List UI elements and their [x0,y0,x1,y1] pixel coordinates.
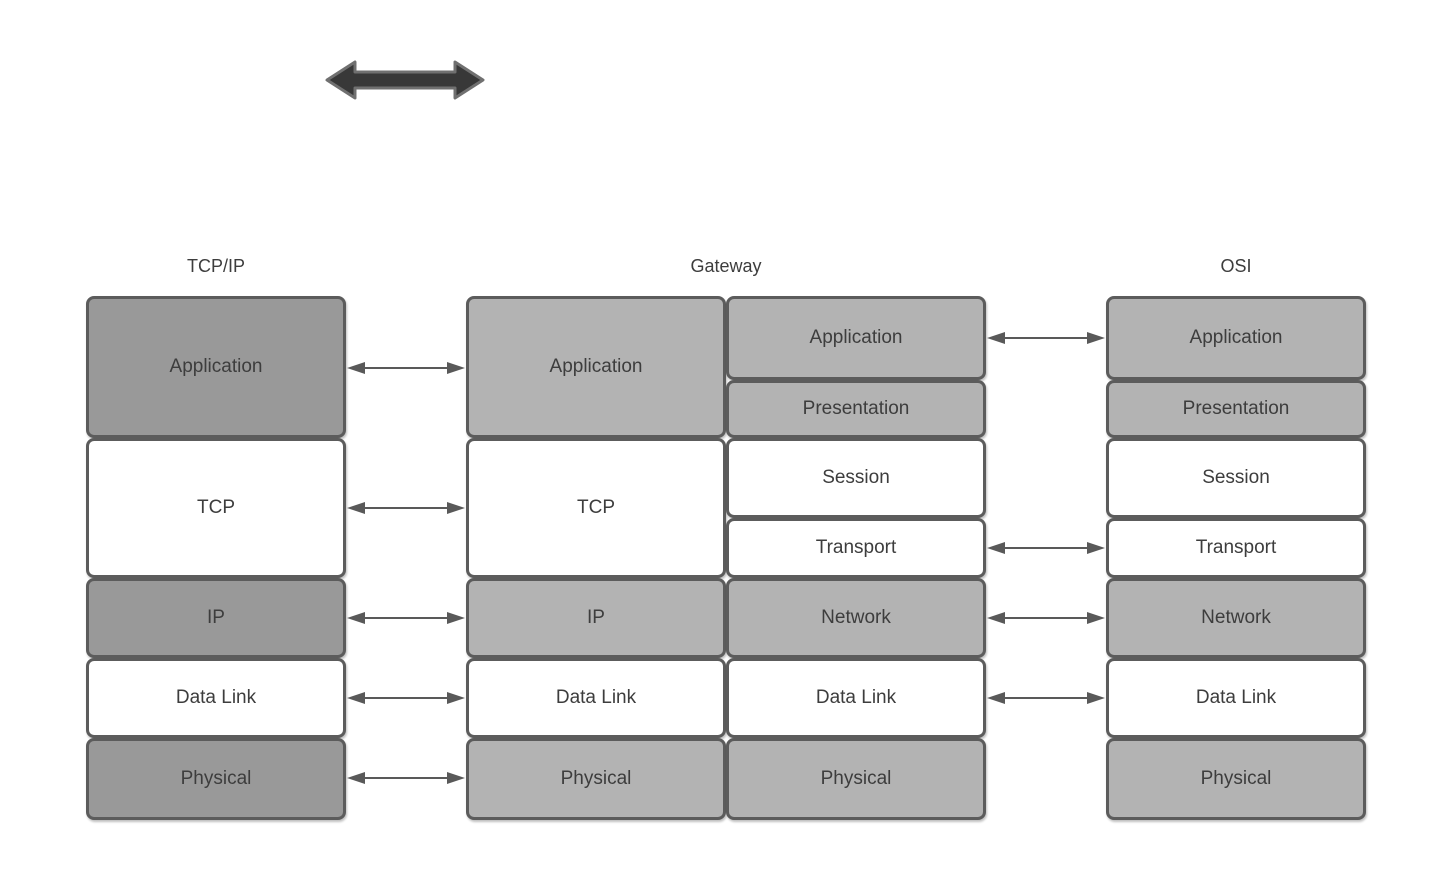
connector-gateway-osi-transport [986,540,1106,556]
gateway-right-layer-session: Session [726,438,986,518]
osi-layer-application: Application [1106,296,1366,380]
gateway-left-layer-tcp: TCP [466,438,726,578]
gateway-left-layer-ip: IP [466,578,726,658]
gateway-left-layer-data-link: Data Link [466,658,726,738]
gateway-right-layer-physical: Physical [726,738,986,820]
bidirectional-arrow-icon [987,332,1105,344]
connector-tcpip-gateway-tcp [346,500,466,516]
connector-gateway-osi-application [986,330,1106,346]
bidirectional-arrow-icon [987,542,1105,554]
tcpip-layer-physical: Physical [86,738,346,820]
osi-header: OSI [1220,256,1252,276]
bidirectional-arrow-icon [347,772,465,784]
gateway-right-layer-data-link: Data Link [726,658,986,738]
tcpip-layer-ip: IP [86,578,346,658]
osi-layer-session: Session [1106,438,1366,518]
bidirectional-arrow-icon [347,362,465,374]
gateway-left-layer-physical: Physical [466,738,726,820]
osi-layer-network: Network [1106,578,1366,658]
thick-double-arrow-icon [325,60,485,100]
bidirectional-arrow-icon [987,612,1105,624]
gateway-header: Gateway [690,256,762,276]
gateway-left-layer-application: Application [466,296,726,438]
gateway-right-layer-presentation: Presentation [726,380,986,438]
tcpip-layer-data-link: Data Link [86,658,346,738]
tcpip-layer-tcp: TCP [86,438,346,578]
tcpip-layer-application: Application [86,296,346,438]
connector-tcpip-gateway-ip [346,610,466,626]
bidirectional-arrow-icon [347,612,465,624]
connector-tcpip-gateway-application [346,360,466,376]
osi-layer-presentation: Presentation [1106,380,1366,438]
bidirectional-arrow-icon [987,692,1105,704]
osi-layer-data-link: Data Link [1106,658,1366,738]
bidirectional-arrow-icon [347,692,465,704]
connector-gateway-osi-data-link [986,690,1106,706]
gateway-right-layer-transport: Transport [726,518,986,578]
osi-layer-transport: Transport [1106,518,1366,578]
tcpip-header: TCP/IP [186,256,245,276]
gateway-right-layer-network: Network [726,578,986,658]
bidirectional-arrow-icon [347,502,465,514]
connector-tcpip-gateway-data-link [346,690,466,706]
connector-tcpip-gateway-physical [346,770,466,786]
osi-layer-physical: Physical [1106,738,1366,820]
connector-gateway-osi-network [986,610,1106,626]
gateway-right-layer-application: Application [726,296,986,380]
